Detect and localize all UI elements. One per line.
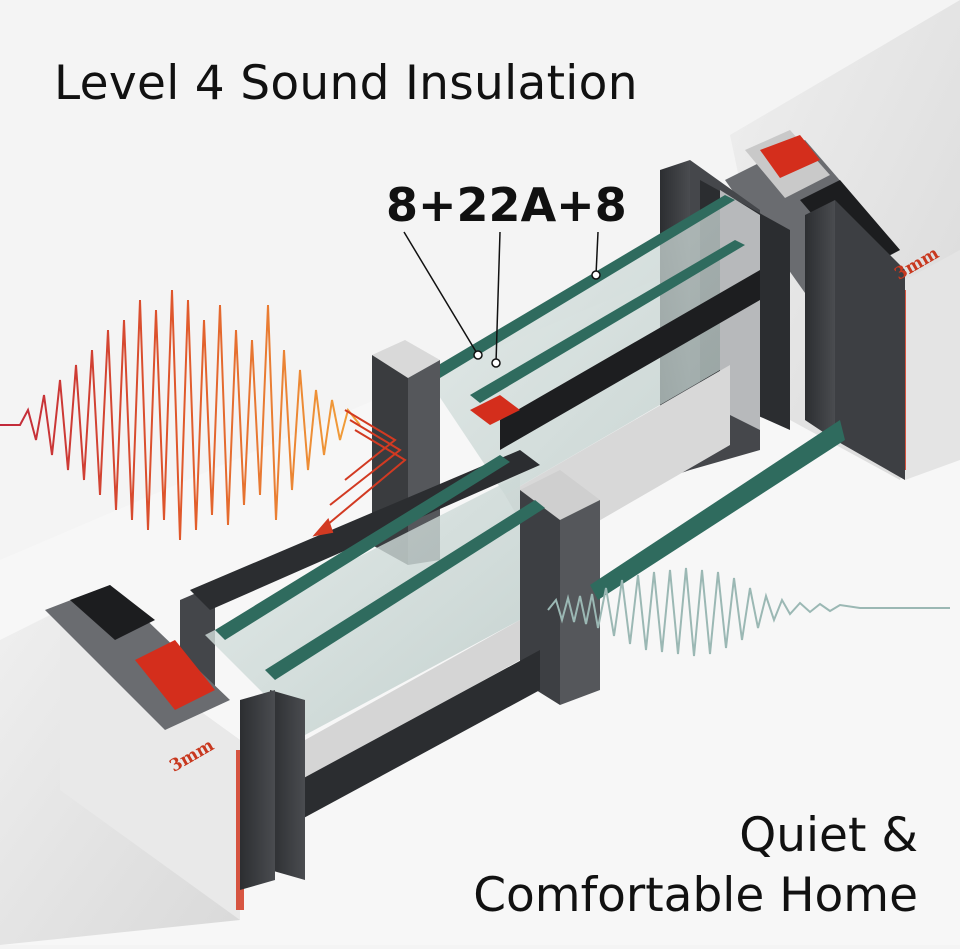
quiet-sound-wave xyxy=(547,567,950,657)
glass-spec-label: 8+22A+8 xyxy=(386,178,627,232)
bottom-rail xyxy=(590,420,845,600)
spec-leader-lines xyxy=(403,231,601,368)
tagline-line-2: Comfortable Home xyxy=(473,868,918,923)
headline: Level 4 Sound Insulation xyxy=(54,56,638,111)
outer-frame-left xyxy=(45,585,275,890)
deflection-arrows xyxy=(312,409,407,537)
tagline: Quiet & Comfortable Home xyxy=(398,806,918,926)
outer-frame-right xyxy=(725,130,905,480)
tagline-line-1: Quiet & xyxy=(739,808,918,863)
left-sash xyxy=(180,450,545,880)
right-glass-panel xyxy=(425,195,760,555)
noise-sound-wave xyxy=(0,289,361,541)
